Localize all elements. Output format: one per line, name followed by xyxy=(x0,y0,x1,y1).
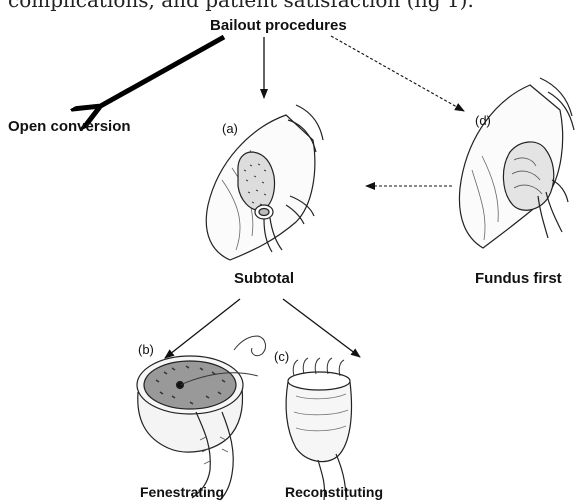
label-a: (a) xyxy=(222,121,238,136)
fundus-first-label: Fundus first xyxy=(475,270,562,287)
open-conversion-label: Open conversion xyxy=(8,118,131,135)
root-bailout-procedures: Bailout procedures xyxy=(210,17,347,34)
fundus-first-illustration xyxy=(459,78,574,248)
arrow-to-fenestrating xyxy=(165,299,240,358)
cut-off-body-text: complications, and patient satisfaction … xyxy=(8,0,474,12)
fenestrating-label: Fenestrating xyxy=(140,484,224,500)
arrow-to-open-conversion xyxy=(97,37,224,108)
label-c: (c) xyxy=(274,349,289,364)
label-d: (d) xyxy=(475,113,491,128)
arrow-to-reconstituting xyxy=(283,299,360,357)
reconstituting-illustration xyxy=(286,358,351,500)
reconstituting-label: Reconstituting xyxy=(285,484,383,500)
label-b: (b) xyxy=(138,342,154,357)
arrow-to-fundus-first xyxy=(331,36,464,111)
subtotal-label: Subtotal xyxy=(234,270,294,287)
fenestrating-illustration xyxy=(137,336,265,500)
